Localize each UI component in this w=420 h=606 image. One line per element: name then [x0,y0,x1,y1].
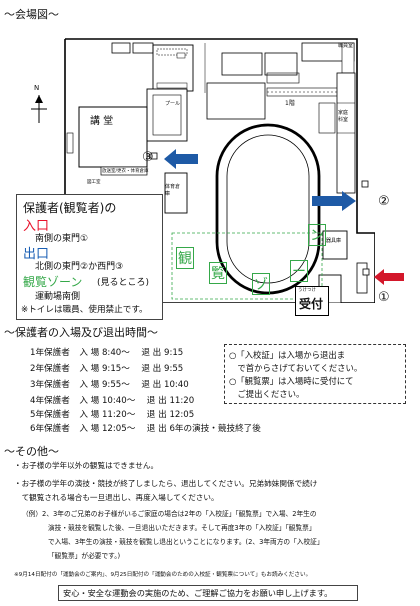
footer-box: 安心・安全な運動会の実施のため、ご理解ご協力をお願い申し上げます。 [58,585,358,601]
legend-toilet-note: ※トイレは職員、使用禁止です。 [21,305,148,315]
legend-entry-label: 入口 [23,219,50,234]
schedule-grade: 6年保護者 [30,424,70,434]
staff-room-label: 職員室 [338,43,354,49]
footer-message: 安心・安全な運動会の実施のため、ご理解ご協力をお願い申し上げます。 [63,588,333,598]
north-label: N [34,84,40,92]
zone-char-4: ー [290,260,308,282]
legend-zone-label: 観覧ゾーン [23,275,83,289]
reception-box: うけつけ 受付 [295,286,329,316]
note-line: ご提出ください。 [229,389,305,399]
reception-label: 受付 [299,297,324,311]
reception-ruby: うけつけ [298,288,316,293]
example-note: で入場、3年生の演技・競技を観覧し退出ということになります。(2、3年両方の「入… [48,538,324,546]
example-note: 「観覧票」が必要です。) [48,552,121,560]
legend-entry-desc: 南側の東門① [35,234,89,244]
schedule-exit: 退 出 11:20 [146,396,195,406]
exit-east-arrow-icon [312,191,356,211]
schedule-grade: 2年保護者 [30,364,70,374]
storage-label: 放送室/更衣・体育倉庫 [102,169,149,174]
schedule-row: 1年保護者 入 場 8:40～ 退 出 9:15 [30,346,183,358]
schedule-exit: 退 出 9:15 [141,348,184,358]
schedule-grade: 5年保護者 [30,410,70,420]
schedule-grade: 1年保護者 [30,348,70,358]
schedule-exit: 退 出 6年の演技・競技終了後 [146,424,261,434]
legend-zone-suffix: (見るところ) [97,278,150,288]
gate-1-label: ① [378,290,390,305]
restroom-label: 図工室 [87,180,101,185]
other-note: ・お子様の学年の演技・競技が終了しましたら、退出してください。兄弟姉妹関係で続け [14,479,318,488]
legend-title: 保護者(観覧者)の [23,201,117,215]
pool-label: プール [165,101,181,107]
schedule-grade: 4年保護者 [30,396,70,406]
zone-char-2: 覧 [209,262,227,284]
example-note: （例）2、3年のご兄弟のお子様がいるご家庭の場合は2年の「入校証」「観覧票」で入… [22,510,317,518]
schedule-row: 5年保護者 入 場 11:20～ 退 出 12:05 [30,408,194,420]
entry-arrow-icon [374,269,404,285]
schedule-exit: 退 出 12:05 [146,410,195,420]
equipment-label: 器具庫 [326,238,342,244]
footer-reference-note: ※9月14日配付の「運動会のご案内」、9月25日配付の「運動会のための入校証・観… [14,572,312,578]
other-note: ・お子様の学年以外の観覧はできません。 [14,461,159,470]
schedule-enter: 入 場 10:40～ [79,396,136,406]
floor1-label: 1階 [285,100,295,107]
venue-map [64,38,375,303]
example-note: 演技・競技を観覧した後、一旦退出いただきます。そして再度3年の「入校証」「観覧票… [48,524,316,532]
note-line: ○「入校証」は入場から退出ま [229,350,346,360]
zone-char-1: 観 [176,247,194,269]
note-line: ○「観覧票」は入場時に受付にて [229,376,354,386]
legend-exit-desc: 北側の東門②か西門③ [35,262,124,272]
north-arrow-icon [31,95,47,123]
schedule-row: 2年保護者 入 場 9:15～ 退 出 9:55 [30,362,183,374]
schedule-row: 4年保護者 入 場 10:40～ 退 出 11:20 [30,394,194,406]
schedule-heading: ～保護者の入場及び退出時間～ [4,326,158,339]
zone-char-3: ゾ [252,273,270,295]
schedule-exit: 退 出 10:40 [141,380,189,390]
legend-zone-desc: 運動場南側 [35,292,81,302]
other-heading: ～その他～ [4,445,59,458]
gate-2-label: ② [378,194,390,209]
zone-char-5: ン [308,224,326,246]
schedule-exit: 退 出 9:55 [141,364,184,374]
legend-exit-label: 出口 [23,247,50,262]
schedule-row: 3年保護者 入 場 9:55～ 退 出 10:40 [30,378,189,390]
notes-box: ○「入校証」は入場から退出ま で首からさげておいてください。 ○「観覧票」は入場… [224,344,406,404]
lecture-hall-label: 講 堂 [90,116,114,127]
schedule-enter: 入 場 12:05～ [79,424,136,434]
legend-box: 保護者(観覧者)の 入口 南側の東門① 出口 北側の東門②か西門③ 観覧ゾーン … [16,194,163,320]
schedule-grade: 3年保護者 [30,380,70,390]
other-note: て観覧される場合も一旦退出し、再度入場してください。 [14,493,219,502]
exit-west-arrow-icon [164,149,198,169]
schedule-enter: 入 場 9:15～ [79,364,130,374]
gate-3-label: ③ [142,150,154,165]
schedule-enter: 入 場 11:20～ [79,410,136,420]
schedule-enter: 入 場 8:40～ [79,348,130,358]
note-line: で首からさげておいてください。 [229,363,363,373]
home-room-label: 家庭科室 [338,110,349,123]
schedule-row: 6年保護者 入 場 12:05～ 退 出 6年の演技・競技終了後 [30,422,261,434]
schedule-enter: 入 場 9:55～ [79,380,130,390]
storage-shed-label: 体育倉庫 [165,184,181,197]
venue-heading: ～会場図～ [4,8,59,21]
